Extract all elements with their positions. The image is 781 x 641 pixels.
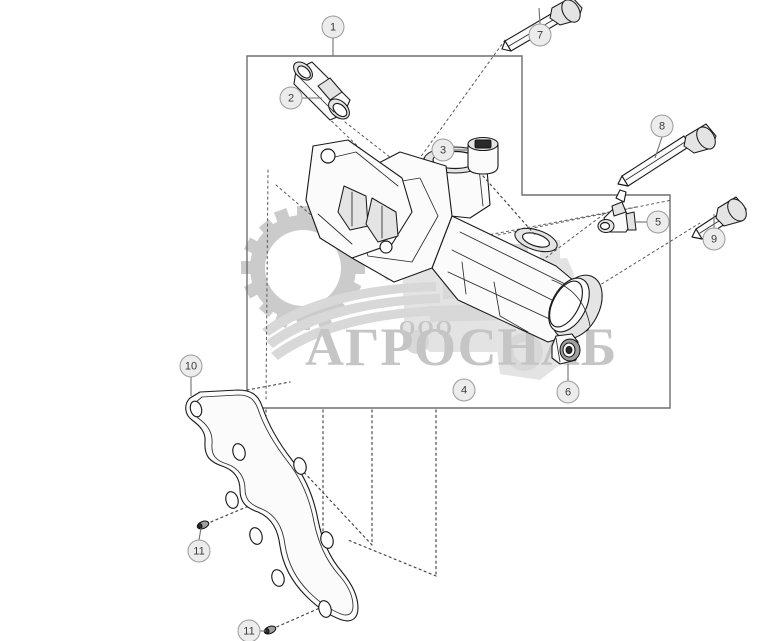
callout-6-number: 6 [565,387,571,399]
callout-layer: 1 2 3 4 5 [179,7,726,641]
callout-6[interactable]: 6 [556,364,580,404]
callout-2[interactable]: 2 [279,86,322,110]
callout-9-number: 9 [711,234,717,246]
bushing-plug [551,333,581,365]
callout-8-number: 8 [659,121,665,133]
callout-10-number: 10 [185,361,197,373]
callout-8[interactable]: 8 [650,114,674,159]
bolt-8 [617,123,717,187]
callout-11-lower-number: 11 [243,626,254,638]
callout-11-upper-number: 11 [193,546,204,558]
callout-1[interactable]: 1 [321,15,345,56]
callout-7-number: 7 [537,30,543,42]
callout-2-number: 2 [288,93,294,105]
callout-5-number: 5 [655,217,661,229]
callout-3[interactable]: 3 [431,138,469,162]
callout-1-number: 1 [330,22,336,34]
callout-4[interactable]: 4 [452,378,476,402]
callout-3-number: 3 [440,145,446,157]
callout-9[interactable]: 9 [702,214,726,251]
callout-4-number: 4 [461,385,467,397]
watermark-company-form: ООО [399,316,454,340]
callout-5[interactable]: 5 [634,210,670,234]
bolt-9 [691,196,747,240]
connector-fitting [293,61,351,121]
dowel-pin [196,520,277,635]
plug-cap [467,136,537,237]
callout-10[interactable]: 10 [179,354,203,396]
callout-11-upper[interactable]: 11 [187,527,211,563]
pump-gasket [185,389,359,622]
drain-valve [597,189,637,234]
bolt-7 [501,0,583,52]
callout-7[interactable]: 7 [528,7,552,47]
callout-11-lower[interactable]: 11 [237,619,266,641]
